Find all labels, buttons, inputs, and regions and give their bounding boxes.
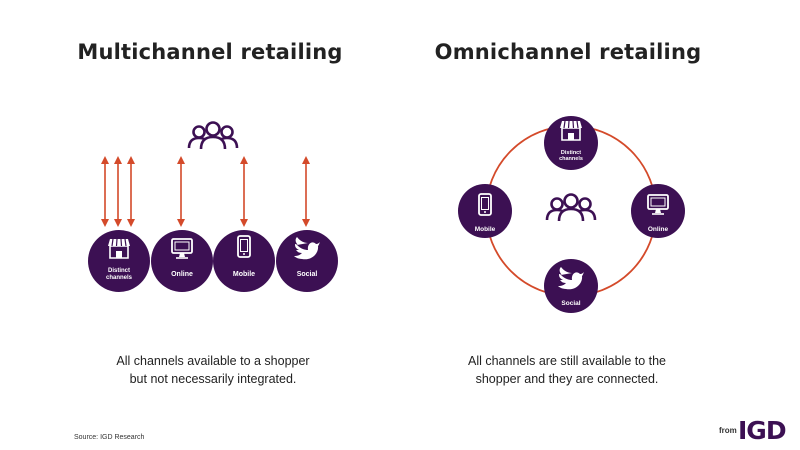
mobile-label: Mobile — [233, 271, 255, 278]
omni-channel-mobile: Mobile — [458, 184, 512, 238]
igd-logo: from IGD — [719, 416, 795, 446]
online-label: Online — [171, 271, 193, 278]
omni-channel-online: Online — [631, 184, 685, 238]
omni-channel-distinct: Distinct channels — [544, 116, 598, 170]
online-label: Online — [648, 226, 669, 233]
social-label: Social — [561, 300, 580, 307]
omnichannel-caption: All channels are still available to the … — [432, 352, 702, 388]
multichannel-caption: All channels available to a shopper but … — [78, 352, 348, 388]
shopper-people-icon-omnichannel — [545, 193, 597, 223]
social-label: Social — [297, 271, 318, 278]
multichannel-title: Multichannel retailing — [77, 40, 343, 64]
distinct-label-line2: channels — [106, 275, 133, 281]
multichannel-arrows — [101, 156, 310, 227]
omnichannel-title: Omnichannel retailing — [434, 40, 702, 64]
omni-channel-social: Social — [544, 259, 598, 313]
logo-from-text: from — [719, 426, 737, 435]
source-note: Source: IGD Research — [74, 434, 145, 441]
multichannel-caption-line2: but not necessarily integrated. — [129, 372, 297, 386]
multichannel-caption-line1: All channels available to a shopper — [116, 354, 310, 368]
distinct-label-line1: Distinct — [561, 150, 581, 156]
omnichannel-caption-line2: shopper and they are connected. — [475, 372, 659, 386]
multi-channel-social: Social — [276, 230, 338, 292]
distinct-label-line2: channels — [559, 156, 583, 162]
distinct-label-line1: Distinct — [108, 268, 130, 274]
shopper-people-icon-multichannel — [187, 121, 239, 151]
multi-channel-distinct: Distinct channels — [88, 230, 150, 292]
mobile-label: Mobile — [475, 226, 496, 233]
multi-channel-online: Online — [151, 230, 213, 292]
omnichannel-caption-line1: All channels are still available to the — [467, 354, 667, 368]
multi-channel-mobile: Mobile — [213, 230, 275, 292]
logo-mark: IGD — [738, 416, 787, 445]
